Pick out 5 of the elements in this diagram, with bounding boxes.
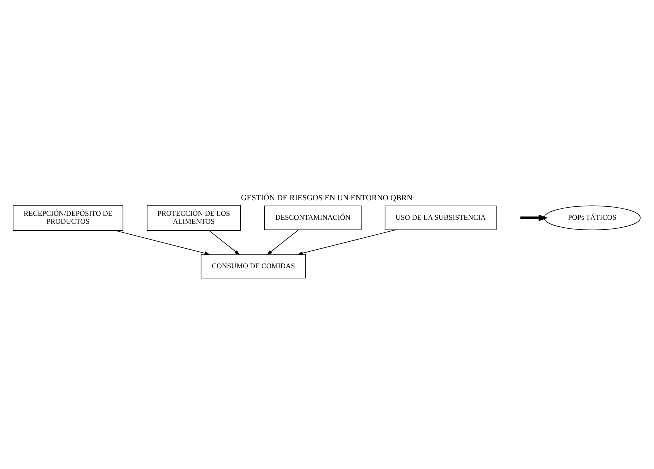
arrow [520,214,548,221]
arrow [298,229,396,255]
arrow [209,230,240,255]
arrow [267,229,300,255]
arrow [114,230,210,255]
